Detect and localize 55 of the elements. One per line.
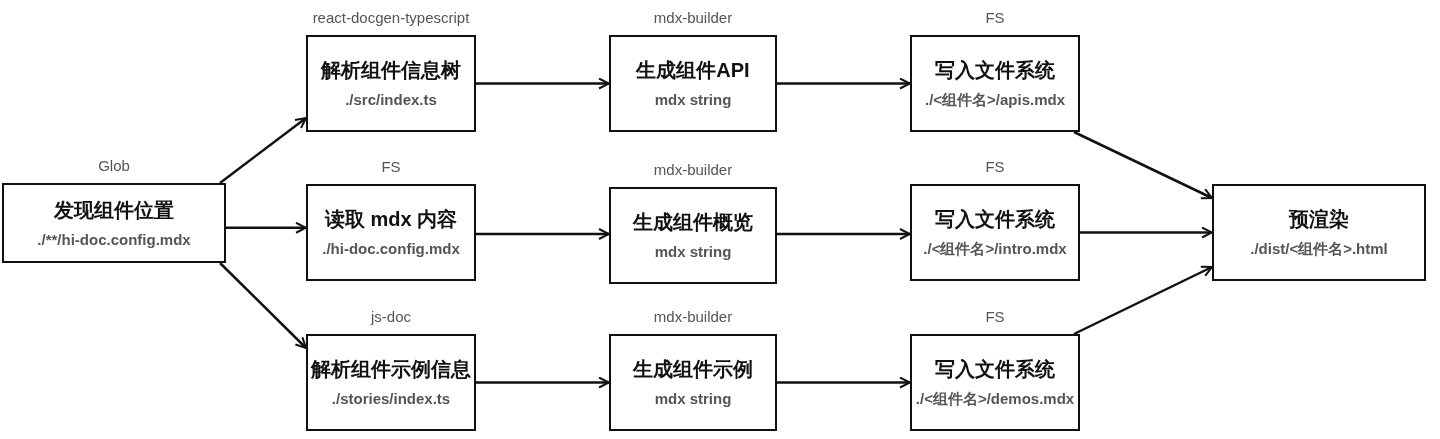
step-title: 写入文件系统 xyxy=(935,58,1055,84)
step-path: mdx string xyxy=(654,389,732,410)
tool-label: FS xyxy=(984,8,1006,28)
step-title: 生成组件API xyxy=(636,58,750,84)
tool-label: FS xyxy=(984,157,1006,177)
process-box xyxy=(609,35,777,132)
arrow xyxy=(476,228,610,240)
step-path: ./**/hi-doc.config.mdx xyxy=(37,229,191,250)
arrow xyxy=(1073,130,1213,200)
arrow xyxy=(476,376,610,389)
step-path: mdx string xyxy=(654,90,732,111)
tool-label: FS xyxy=(984,307,1006,327)
step-title: 解析组件信息树 xyxy=(321,58,461,84)
process-box xyxy=(910,184,1080,281)
tool-label: js-doc xyxy=(369,307,412,327)
arrow xyxy=(1080,226,1213,239)
tool-label: mdx-builder xyxy=(652,8,734,28)
arrow xyxy=(476,77,610,90)
step-title: 生成组件概览 xyxy=(633,210,753,236)
arrow xyxy=(777,77,911,90)
arrow xyxy=(219,262,307,349)
step-title: 写入文件系统 xyxy=(935,207,1055,233)
step-path: ./<组件名>/demos.mdx xyxy=(915,389,1075,410)
process-box xyxy=(910,35,1080,132)
step-path: ./stories/index.ts xyxy=(331,389,451,410)
step-path: ./src/index.ts xyxy=(345,90,437,111)
tool-label: Glob xyxy=(97,156,131,176)
tool-label: react-docgen-typescript xyxy=(311,8,471,28)
arrow xyxy=(777,376,911,389)
process-box xyxy=(1212,184,1426,281)
step-path: ./<组件名>/intro.mdx xyxy=(923,239,1067,260)
process-box xyxy=(609,187,777,284)
step-title: 读取 mdx 内容 xyxy=(324,207,458,233)
arrow xyxy=(219,117,307,184)
step-path: ./dist/<组件名>.html xyxy=(1250,239,1388,260)
step-title: 生成组件示例 xyxy=(633,357,753,383)
process-box xyxy=(2,183,226,263)
process-box xyxy=(306,334,476,431)
arrow xyxy=(226,221,307,234)
arrow xyxy=(1073,265,1213,336)
step-path: mdx string xyxy=(654,242,732,263)
step-path: ./hi-doc.config.mdx xyxy=(322,239,460,260)
tool-label: mdx-builder xyxy=(652,160,734,180)
step-path: ./<组件名>/apis.mdx xyxy=(924,90,1065,111)
process-box xyxy=(306,35,476,132)
process-box xyxy=(306,184,476,281)
step-title: 预渲染 xyxy=(1289,207,1349,233)
process-box xyxy=(910,334,1080,431)
tool-label: FS xyxy=(380,157,402,177)
step-title: 发现组件位置 xyxy=(54,197,174,223)
process-box xyxy=(609,334,777,431)
arrow xyxy=(777,228,911,240)
step-title: 解析组件示例信息 xyxy=(311,357,471,383)
tool-label: mdx-builder xyxy=(652,307,734,327)
step-title: 写入文件系统 xyxy=(935,357,1055,383)
